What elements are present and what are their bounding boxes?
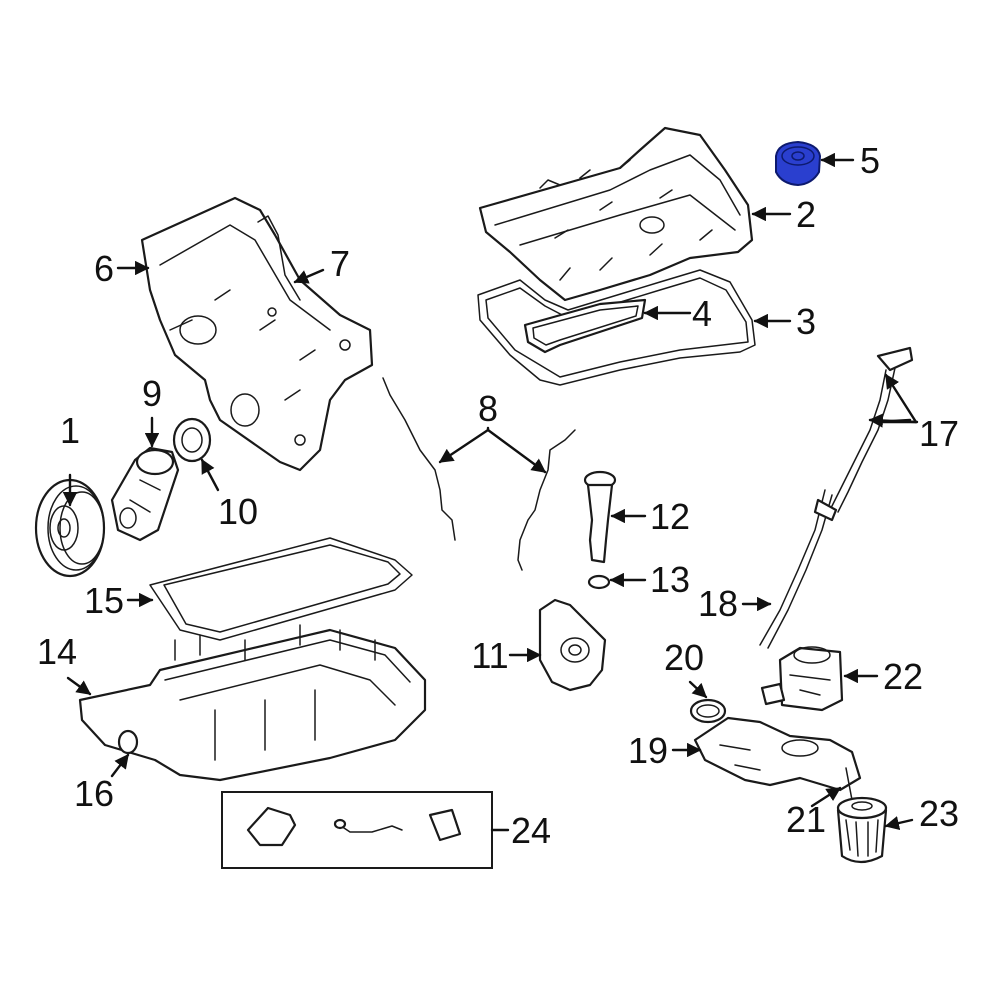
callout-11[interactable]: 11 <box>471 635 508 676</box>
part-8-gaskets[interactable] <box>382 377 576 571</box>
callout-17[interactable]: 17 <box>919 413 959 454</box>
part-5-oil-filler-cap[interactable] <box>775 140 822 187</box>
callout-22[interactable]: 22 <box>883 656 923 697</box>
callout-6[interactable]: 6 <box>94 248 114 289</box>
part-7-timing-cover-gasket[interactable] <box>257 215 301 301</box>
callout-13[interactable]: 13 <box>650 559 690 600</box>
callout-16[interactable]: 16 <box>74 773 114 814</box>
callout-1[interactable]: 1 <box>60 410 80 451</box>
part-19-filter-adapter[interactable] <box>693 716 862 792</box>
callout-18[interactable]: 18 <box>698 583 738 624</box>
part-1-crankshaft-pulley[interactable] <box>34 478 106 578</box>
part-24-sensor-kit[interactable] <box>221 791 493 869</box>
leader-lines <box>62 152 919 832</box>
part-17-dipstick-tube[interactable] <box>829 346 914 513</box>
part-11-oil-pump[interactable] <box>538 598 607 692</box>
part-23-oil-filter[interactable] <box>836 796 888 864</box>
callout-10[interactable]: 10 <box>218 491 258 532</box>
part-10-crankshaft-seal[interactable] <box>172 417 212 463</box>
callout-21[interactable]: 21 <box>786 799 826 840</box>
part-20-gasket[interactable] <box>689 698 727 724</box>
callout-5[interactable]: 5 <box>860 140 880 181</box>
callout-14[interactable]: 14 <box>37 631 77 672</box>
callout-15[interactable]: 15 <box>84 580 124 621</box>
part-22-oil-cooler[interactable] <box>760 646 844 712</box>
callout-24[interactable]: 24 <box>511 810 551 851</box>
callout-4[interactable]: 4 <box>692 293 712 334</box>
part-12-oil-pickup-tube[interactable] <box>583 470 617 564</box>
callout-23[interactable]: 23 <box>919 793 959 834</box>
part-15-oil-pan-gasket[interactable] <box>149 537 413 641</box>
part-4-tube-seal[interactable] <box>523 298 647 354</box>
callout-12[interactable]: 12 <box>650 496 690 537</box>
callout-labels: 1 2 3 4 5 6 7 8 9 10 11 12 13 14 15 16 1… <box>37 140 959 851</box>
callout-9[interactable]: 9 <box>142 373 162 414</box>
part-3-valve-cover-gasket[interactable] <box>477 269 756 386</box>
callout-20[interactable]: 20 <box>664 637 704 678</box>
part-21-bolt[interactable] <box>845 767 853 801</box>
callout-3[interactable]: 3 <box>796 301 816 342</box>
part-13-o-ring[interactable] <box>587 574 611 590</box>
callout-8[interactable]: 8 <box>478 388 498 429</box>
part-16-drain-plug[interactable] <box>117 729 139 755</box>
callout-2[interactable]: 2 <box>796 194 816 235</box>
part-14-oil-pan[interactable] <box>78 624 427 782</box>
callout-7[interactable]: 7 <box>330 243 350 284</box>
callout-19[interactable]: 19 <box>628 730 668 771</box>
part-18-dipstick[interactable] <box>759 489 838 649</box>
part-9-belt-tensioner[interactable] <box>110 446 180 542</box>
part-2-valve-cover[interactable] <box>478 126 754 302</box>
